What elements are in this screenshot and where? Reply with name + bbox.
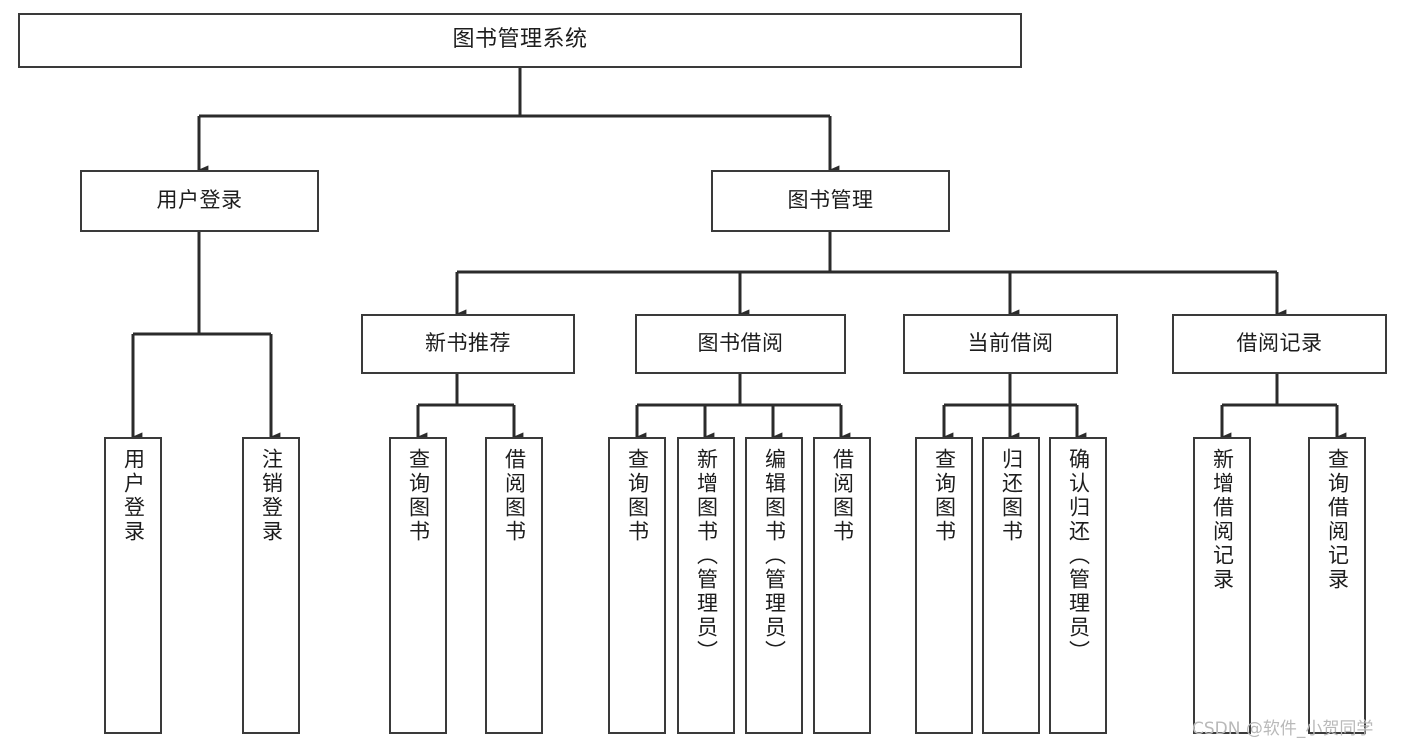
leaf-query-borrow-record[interactable]: 查询借阅记录 bbox=[1308, 437, 1366, 734]
node-label: 新书推荐 bbox=[425, 331, 511, 356]
node-label: 图书借阅 bbox=[697, 331, 784, 356]
node-label: 查询图书 bbox=[406, 448, 431, 544]
node-label: 确认归还（管理员） bbox=[1066, 448, 1091, 664]
node-label: 注销登录 bbox=[259, 448, 284, 544]
leaf-borrow-book-recommend[interactable]: 借阅图书 bbox=[485, 437, 543, 734]
node-label: 新增图书（管理员） bbox=[694, 448, 719, 664]
leaf-query-book-recommend[interactable]: 查询图书 bbox=[389, 437, 447, 734]
node-label: 归还图书 bbox=[999, 448, 1024, 544]
node-book-borrow[interactable]: 图书借阅 bbox=[635, 314, 846, 374]
node-label: 用户登录 bbox=[121, 448, 146, 544]
node-label: 借阅记录 bbox=[1236, 331, 1323, 356]
node-label: 查询图书 bbox=[625, 448, 650, 544]
node-user-login[interactable]: 用户登录 bbox=[80, 170, 319, 232]
leaf-user-logout[interactable]: 注销登录 bbox=[242, 437, 300, 734]
leaf-query-book-borrow[interactable]: 查询图书 bbox=[608, 437, 666, 734]
node-label: 新增借阅记录 bbox=[1210, 448, 1235, 592]
leaf-confirm-return-admin[interactable]: 确认归还（管理员） bbox=[1049, 437, 1107, 734]
leaf-query-book-current[interactable]: 查询图书 bbox=[915, 437, 973, 734]
node-label: 图书管理系统 bbox=[452, 27, 588, 53]
node-label: 图书管理 bbox=[787, 188, 874, 213]
leaf-borrow-book-borrow[interactable]: 借阅图书 bbox=[813, 437, 871, 734]
leaf-user-login[interactable]: 用户登录 bbox=[104, 437, 162, 734]
node-label: 当前借阅 bbox=[967, 331, 1054, 356]
node-current-borrow[interactable]: 当前借阅 bbox=[903, 314, 1118, 374]
leaf-return-book[interactable]: 归还图书 bbox=[982, 437, 1040, 734]
leaf-edit-book-admin[interactable]: 编辑图书（管理员） bbox=[745, 437, 803, 734]
leaf-add-borrow-record[interactable]: 新增借阅记录 bbox=[1193, 437, 1251, 734]
node-label: 借阅图书 bbox=[502, 448, 527, 544]
leaf-add-book-admin[interactable]: 新增图书（管理员） bbox=[677, 437, 735, 734]
node-label: 查询图书 bbox=[932, 448, 957, 544]
node-borrow-record[interactable]: 借阅记录 bbox=[1172, 314, 1387, 374]
node-book-management[interactable]: 图书管理 bbox=[711, 170, 950, 232]
node-label: 借阅图书 bbox=[830, 448, 855, 544]
node-root-book-management-system[interactable]: 图书管理系统 bbox=[18, 13, 1022, 68]
node-new-book-recommend[interactable]: 新书推荐 bbox=[361, 314, 575, 374]
node-label: 查询借阅记录 bbox=[1325, 448, 1350, 592]
node-label: 编辑图书（管理员） bbox=[762, 448, 787, 664]
node-label: 用户登录 bbox=[156, 188, 243, 213]
